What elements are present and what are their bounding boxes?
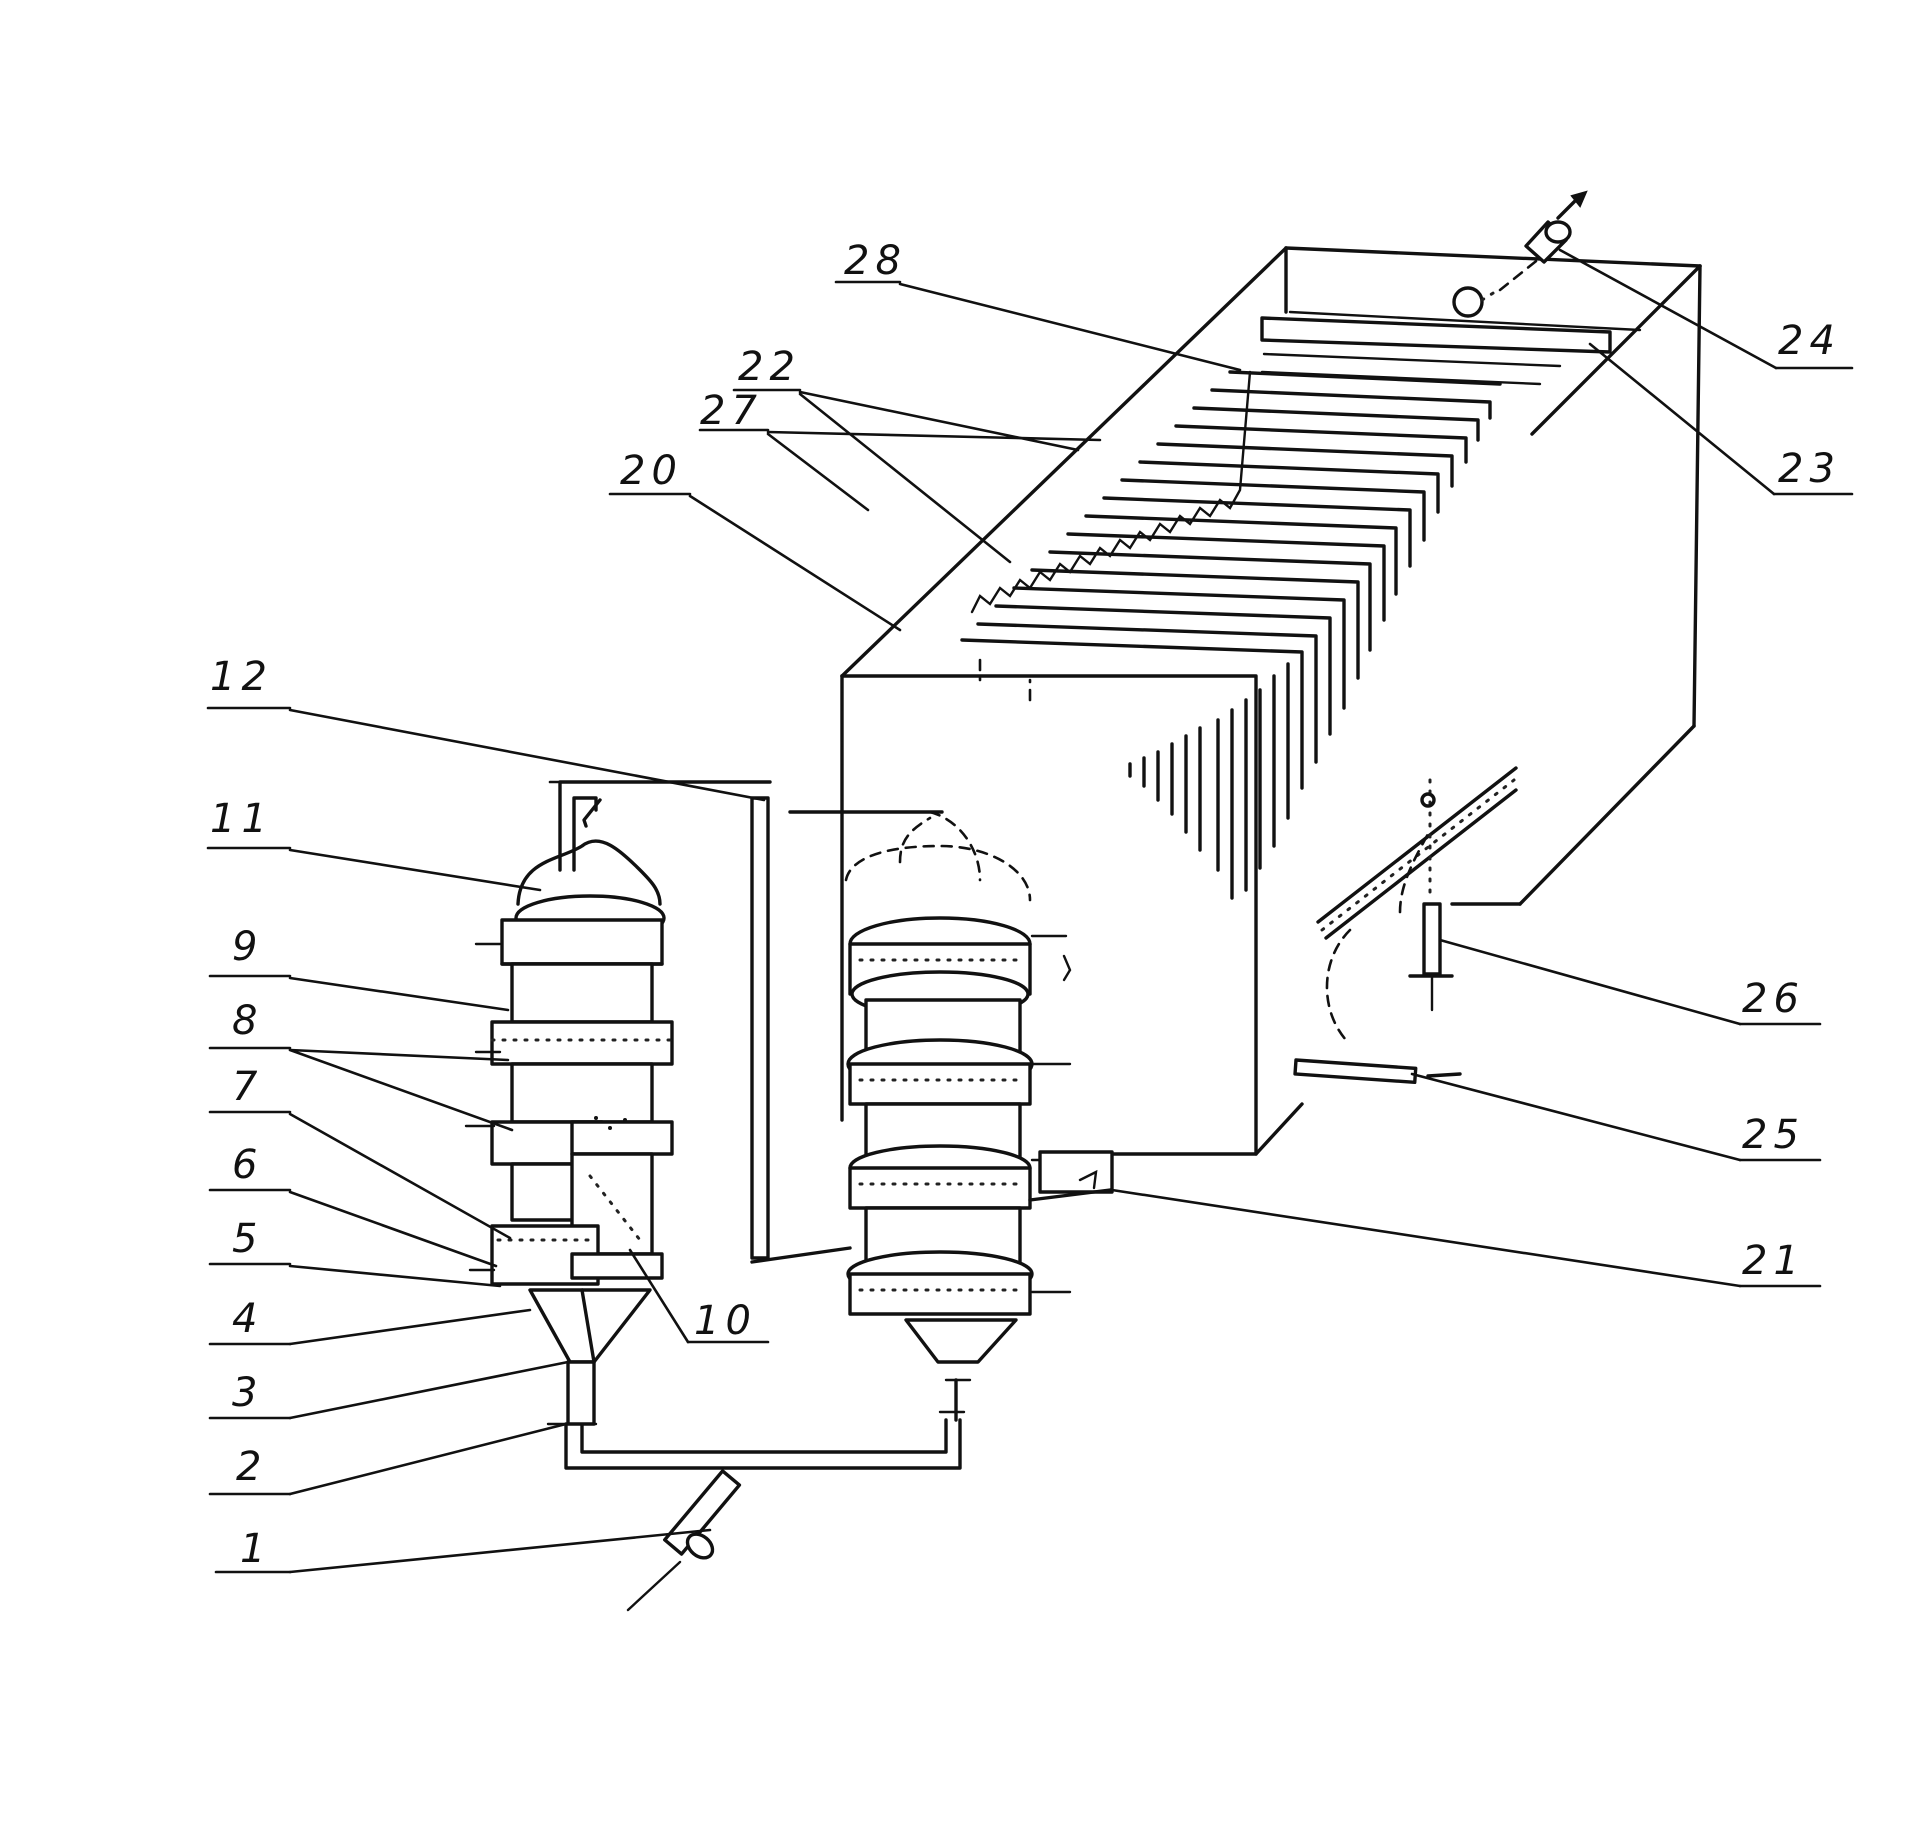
outlet-pipe (1452, 190, 1588, 318)
label-10: 10 (694, 1298, 757, 1344)
label-3: 3 (232, 1370, 263, 1416)
label-12: 12 (210, 654, 273, 700)
right-cyclone (844, 816, 1114, 1422)
label-2: 2 (236, 1444, 267, 1490)
bottom-header (564, 1410, 966, 1612)
callout-labels: 28 22 27 20 12 11 9 8 7 6 5 4 3 2 1 10 2… (210, 238, 1841, 1572)
label-25: 25 (1742, 1112, 1805, 1158)
top-baffle (1260, 316, 1612, 386)
label-24: 24 (1778, 318, 1841, 364)
label-20: 20 (620, 448, 683, 494)
label-9: 9 (232, 924, 263, 970)
label-27: 27 (700, 388, 763, 434)
label-22: 22 (738, 344, 801, 390)
label-8: 8 (232, 998, 263, 1044)
label-6: 6 (232, 1142, 263, 1188)
label-26: 26 (1742, 976, 1805, 1022)
label-1: 1 (240, 1526, 271, 1572)
fins (960, 370, 1502, 900)
label-5: 5 (232, 1216, 263, 1262)
left-cyclone (464, 839, 674, 1426)
leader-lines (206, 248, 1854, 1574)
label-23: 23 (1778, 446, 1841, 492)
label-11: 11 (210, 796, 273, 842)
label-28: 28 (844, 238, 907, 284)
label-7: 7 (232, 1064, 263, 1110)
label-4: 4 (232, 1296, 263, 1342)
label-21: 21 (1742, 1238, 1805, 1284)
hidden-lines (840, 658, 1032, 862)
inclined-baffle (1316, 766, 1518, 1042)
drain-pipe (1408, 778, 1454, 1012)
